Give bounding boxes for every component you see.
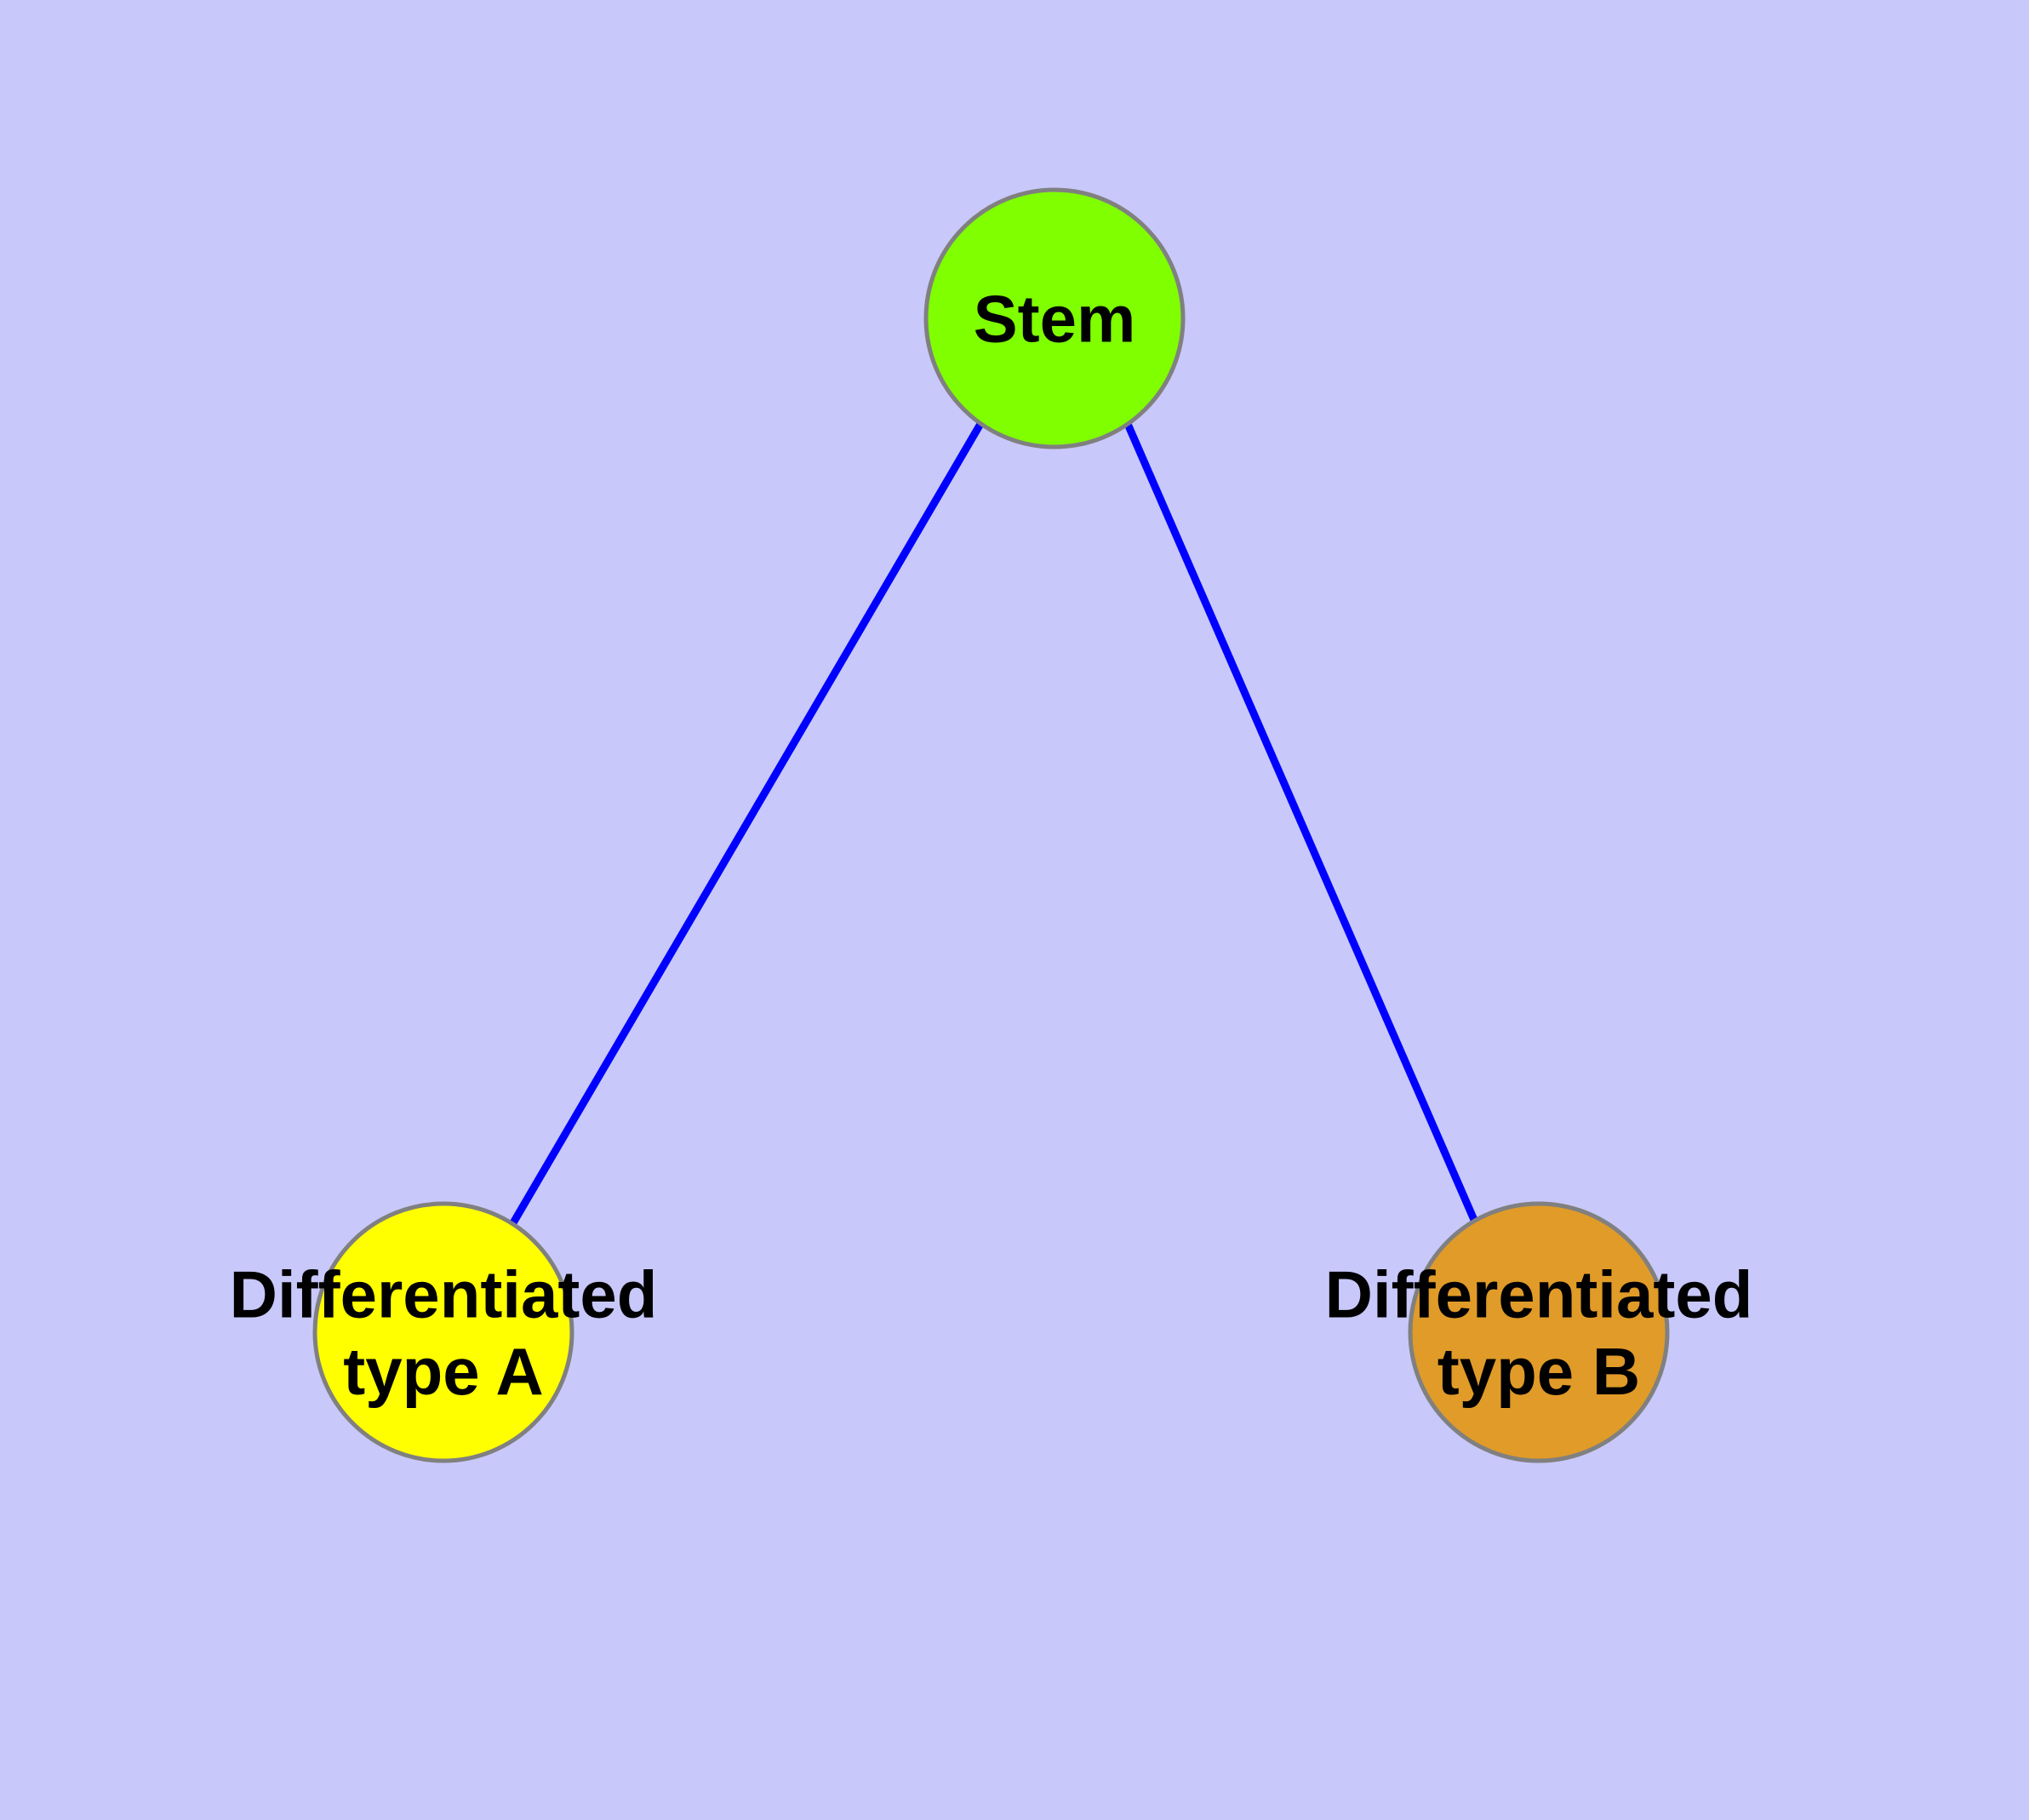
node-label-differentiated-type-b-line1: Differentiated [1325, 1256, 1753, 1331]
node-label-differentiated-type-b-line2: type B [1437, 1334, 1640, 1409]
node-label-stem: Stem [974, 282, 1136, 357]
node-differentiated-type-a[interactable] [312, 1201, 574, 1463]
node-label-differentiated-type-a-line1: Differentiated [230, 1256, 658, 1331]
node-differentiated-type-b[interactable] [1408, 1201, 1670, 1463]
node-label-stem-line1: Stem [974, 282, 1136, 357]
label-layer: Stem Differentiated type A Differentiate… [230, 282, 1753, 1409]
edge-stem-to-differentiated-type-a[interactable] [508, 421, 984, 1228]
node-label-differentiated-type-a-line2: type A [343, 1334, 544, 1409]
edge-layer [508, 421, 1478, 1228]
node-label-differentiated-type-a: Differentiated type A [230, 1256, 658, 1408]
node-layer [312, 187, 1670, 1463]
edge-stem-to-differentiated-type-b[interactable] [1123, 422, 1478, 1222]
node-label-differentiated-type-b: Differentiated type B [1325, 1256, 1753, 1408]
node-stem[interactable] [923, 187, 1186, 449]
